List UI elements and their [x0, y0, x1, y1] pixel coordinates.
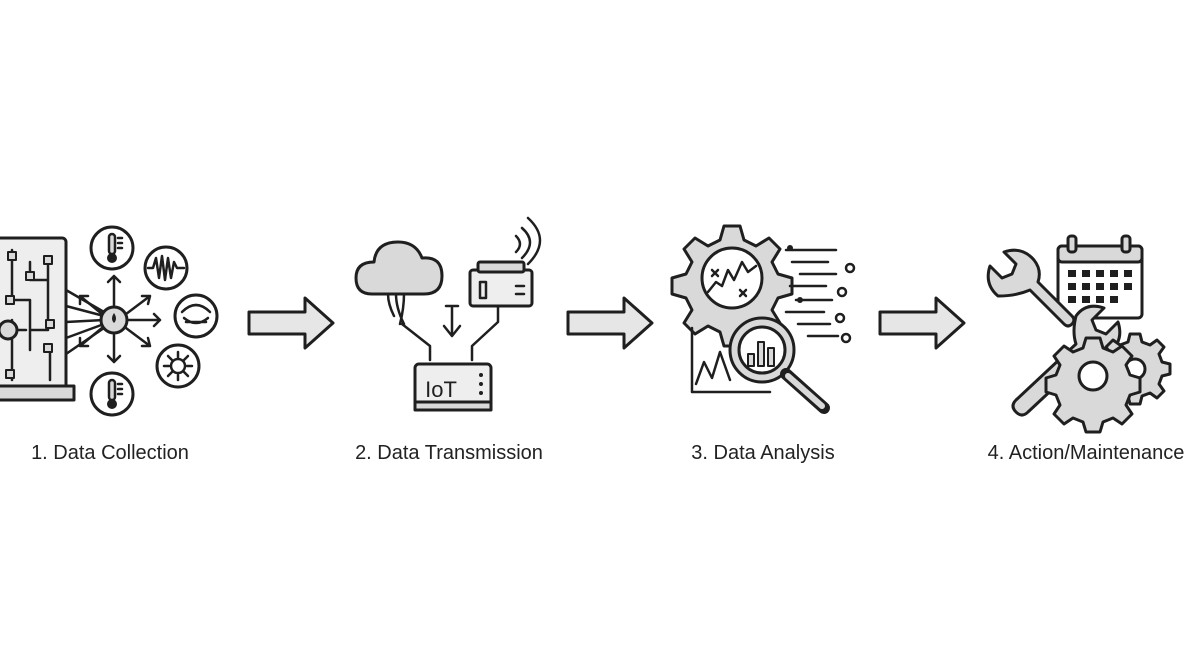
calendar-grid [1068, 270, 1132, 303]
wrench-calendar-gears-icon [986, 234, 1172, 434]
cloud-iot-gateway-icon: IoT [354, 216, 542, 412]
stage-4-label: 4. Action/Maintenance [988, 442, 1185, 464]
flow-arrow-3 [878, 296, 966, 350]
stage-3-label: 3. Data Analysis [691, 442, 834, 464]
flow-arrow-1 [247, 296, 335, 350]
stage-1-label: 1. Data Collection [31, 442, 189, 464]
stage-2-label: 2. Data Transmission [355, 442, 543, 464]
iot-badge: IoT [425, 377, 457, 402]
sensor-network-icon [0, 225, 219, 417]
flow-arrow-2 [566, 296, 654, 350]
stage-3-data-analysis: 3. Data Analysis [670, 224, 856, 464]
stage-4-action-maintenance: 4. Action/Maintenance [986, 234, 1185, 464]
gear-magnifier-icon [670, 224, 856, 414]
stage-2-data-transmission: IoT 2. Data Transmission [354, 216, 543, 464]
stage-1-data-collection: 1. Data Collection [0, 225, 219, 464]
